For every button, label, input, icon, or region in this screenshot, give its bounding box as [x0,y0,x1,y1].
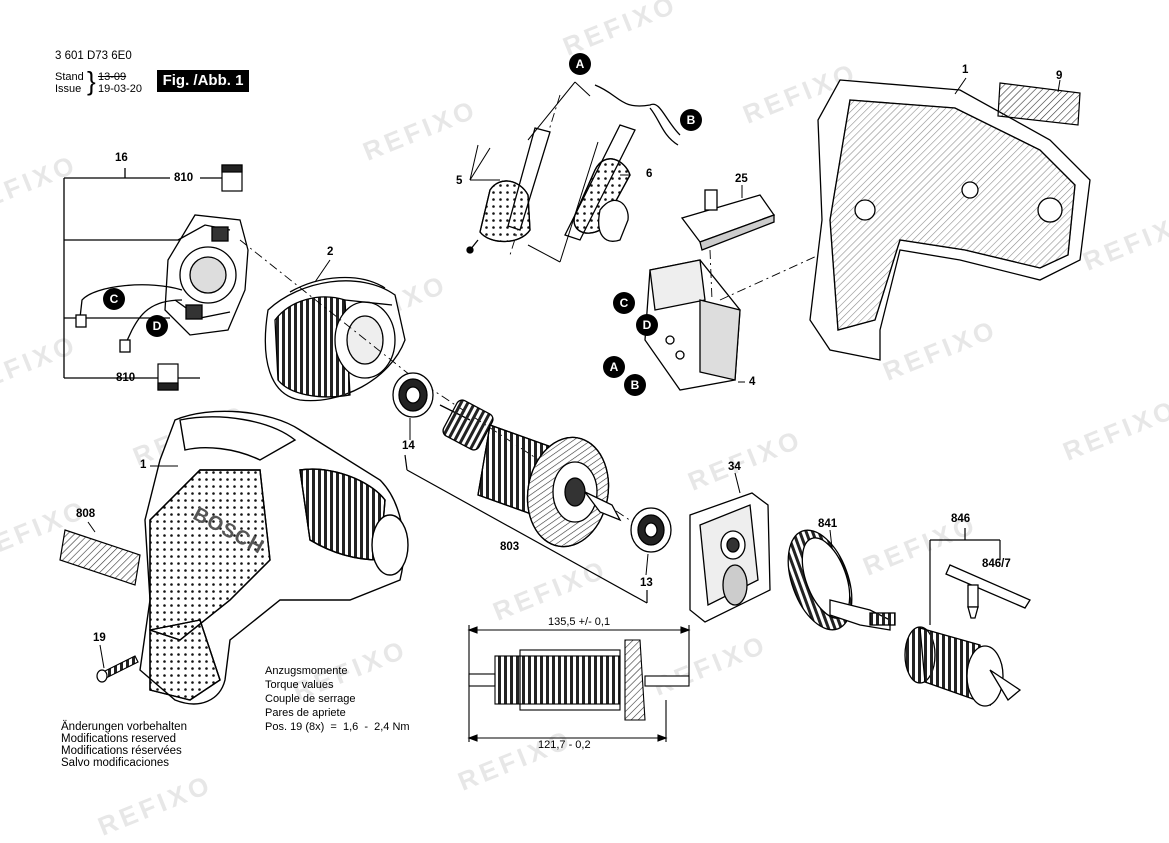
drill-chuck [904,626,1022,707]
stand-label: Stand [55,71,84,83]
cord-sleeve-5 [466,127,551,254]
figure-label: Fig. /Abb. 1 [157,70,249,92]
part-label: 803 [500,541,520,553]
torque-spec: Pos. 19 (8x) = 1,6 - 2,4 Nm [265,721,410,733]
part-label: 14 [402,440,415,452]
spindle-gear [787,529,896,631]
part-label: 810 [174,172,194,184]
screw-19 [96,655,139,683]
part-number: 3 601 D73 6E0 [55,50,132,62]
torque-line: Anzugsmomente [265,665,348,677]
brace: } [87,66,96,96]
callout-a: A [603,356,625,378]
brush-leads [75,284,183,353]
stator [264,276,406,402]
note-line: Modifications reserved [61,733,177,745]
part-label: 25 [735,173,748,185]
issue-label: Issue [55,83,82,95]
note-line: Änderungen vorbehalten [61,721,187,733]
armature-dimension-drawing [467,625,691,742]
drill-assembled [139,410,409,705]
callout-b: B [624,374,646,396]
callout-b: B [680,109,702,131]
part-label: 846 [951,513,971,525]
brush-holder-plate [164,214,249,336]
dimension-top: 135,5 +/- 0,1 [548,616,611,628]
exploded-view-drawing [59,77,1091,742]
bearing-13 [630,507,672,553]
part-label: 808 [76,508,96,520]
torque-line: Pares de apriete [265,707,346,719]
part-label: 9 [1056,70,1063,82]
callout-c: C [613,292,635,314]
label-9 [997,82,1081,126]
carbon-brush-top [221,164,243,192]
note-line: Salvo modificaciones [61,757,170,769]
cord-6 [564,84,681,242]
part-label: 1 [140,459,147,471]
note-line: Modifications réservées [61,745,182,757]
dimension-bottom: 121,7 - 0,2 [538,739,591,751]
part-label: 846/7 [982,558,1011,570]
part-label: 16 [115,152,128,164]
bearing-14 [392,372,434,418]
part-label: 5 [456,175,463,187]
part-label: 810 [116,372,136,384]
carbon-brush-bottom [157,363,179,391]
torque-line: Couple de serrage [265,693,356,705]
part-label: 4 [749,376,756,388]
switch-knob-25 [680,189,776,251]
gear-plate [689,492,771,623]
switch-4 [644,259,741,391]
issue-value: 19-03-20 [98,83,143,95]
stand-value: 13-09 [98,71,127,83]
callout-a: A [569,53,591,75]
part-label: 34 [728,461,741,473]
label-808 [59,529,141,586]
chuck-key [945,564,1031,619]
part-label: 2 [327,246,334,258]
housing-half [809,79,1091,361]
part-label: 6 [646,168,653,180]
armature [439,399,622,548]
callout-c: C [103,288,125,310]
callout-d: D [636,314,658,336]
callout-d: D [146,315,168,337]
part-label: 19 [93,632,106,644]
part-label: 13 [640,577,653,589]
torque-line: Torque values [265,679,334,691]
part-label: 841 [818,518,838,530]
part-label: 1 [962,64,969,76]
